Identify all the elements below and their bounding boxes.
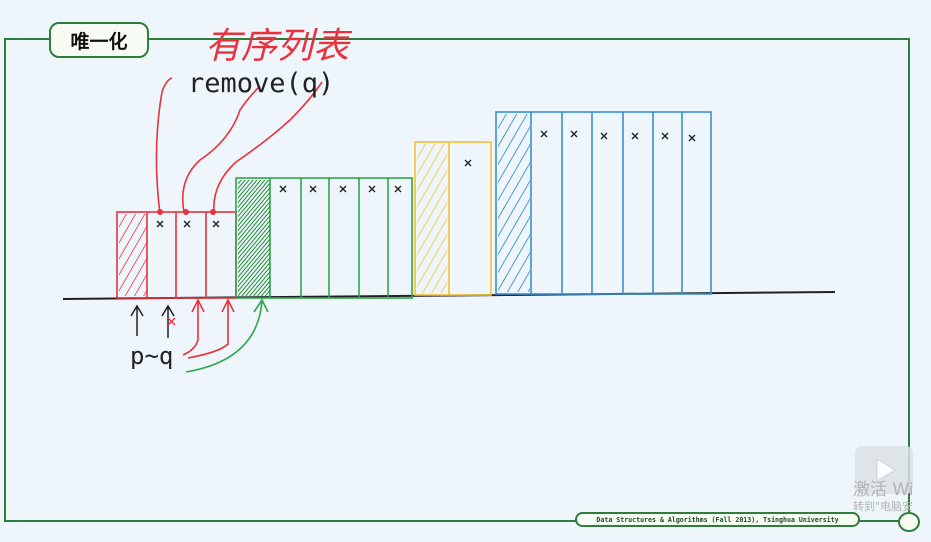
slide-title: 唯一化 xyxy=(49,22,149,58)
watermark-line-2: 转到"电脑安 xyxy=(853,500,914,513)
blue-segment xyxy=(495,111,712,295)
play-icon xyxy=(876,458,896,482)
red-segment xyxy=(116,77,323,359)
pointer-range-label: p~q xyxy=(130,342,173,370)
green-shaded-bucket xyxy=(238,180,270,296)
pointer-arrows xyxy=(130,304,175,338)
play-button[interactable] xyxy=(855,446,913,494)
watermark-line-1: 激活 Wi xyxy=(853,480,914,500)
slide-frame xyxy=(4,38,910,522)
page-indicator xyxy=(898,512,920,532)
activation-watermark: 激活 Wi 转到"电脑安 xyxy=(853,480,931,520)
handwritten-title: 有序列表 xyxy=(205,26,353,67)
remove-call-label: remove(q) xyxy=(188,68,334,99)
x-marks xyxy=(156,130,696,228)
footer-caption: Data Structures & Algorithms (Fall 2013)… xyxy=(575,512,860,527)
yellow-segment xyxy=(414,141,492,296)
green-segment xyxy=(185,177,413,373)
